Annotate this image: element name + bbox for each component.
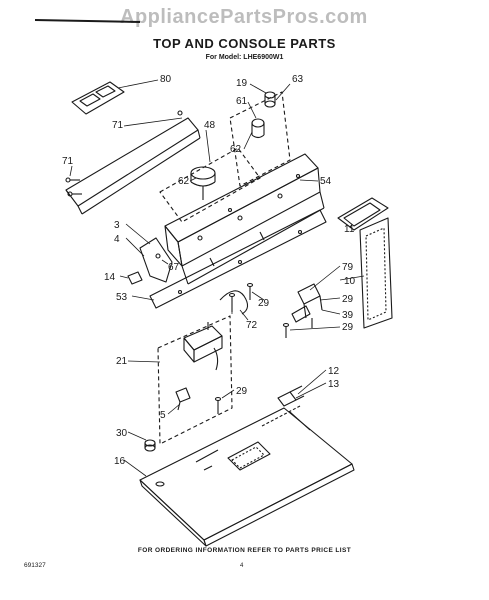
callout-label: 63 [292,74,304,85]
callout-label: 29 [342,294,354,305]
part-21-timer [183,322,223,371]
callout-label: 71 [112,120,124,131]
callout-label: 62 [230,144,242,155]
callout-label: 54 [320,176,332,187]
part-62-knob [190,166,216,200]
callout-label: 19 [236,78,248,89]
part-71-console-panel [65,117,201,215]
watermark: AppliancePartsPros.com [120,6,368,28]
callout-label: 61 [236,96,248,107]
part-54-console-backsplash [164,153,325,285]
callout-label: 4 [114,234,120,245]
callout-label: 29 [258,298,270,309]
knob-assembly-outline [159,147,261,223]
top-rule [34,19,141,23]
callout-label: 67 [168,262,180,273]
callout-label: 62 [178,176,190,187]
callout-label: 21 [116,356,128,367]
callout-label: 10 [344,276,356,287]
callout-label: 72 [246,320,258,331]
ordering-note: FOR ORDERING INFORMATION REFER TO PARTS … [137,547,352,554]
part-80-window-frame [71,81,125,115]
part-4-end-cap [139,237,173,283]
callout-label: 5 [160,410,166,421]
callout-label: 79 [342,262,354,273]
part-11-light-lens [337,197,389,231]
callout-label: 13 [328,379,340,390]
callout-label: 11 [344,224,355,235]
part-10-light-housing [359,217,393,329]
callout-label: 30 [116,428,128,439]
callout-label: 14 [104,272,116,283]
part-12-13-hinge [277,385,305,407]
part-16-top-cover [139,405,355,547]
part-71-screws [65,110,183,197]
part-53-base-strip [149,209,327,309]
callout-label: 48 [204,120,216,131]
part-14-clip [127,271,143,285]
part-30-bumper [144,439,156,452]
part-5-cam [175,387,191,411]
part-72-wire-harness [219,290,249,315]
timer-assembly-outline [157,315,233,445]
callout-label: 3 [114,220,120,231]
callout-label: 16 [114,456,126,467]
diagram-code: 691327 [24,562,46,569]
callout-label: 53 [116,292,128,303]
model-line: For Model: LHE6900W1 [205,54,284,61]
part-61-63-knob-stack [251,91,276,139]
leader-lines [69,79,365,477]
page-title: TOP AND CONSOLE PARTS [153,36,336,51]
part-79-switch-bracket [291,283,323,323]
knob-stack-outline [229,91,291,187]
callout-label: 39 [342,310,354,321]
callout-label: 12 [328,366,340,377]
page-number: 4 [240,563,244,569]
callout-label: 29 [342,322,354,333]
callout-label: 71 [62,156,74,167]
callout-label: 29 [236,386,248,397]
callout-label: 80 [160,74,172,85]
